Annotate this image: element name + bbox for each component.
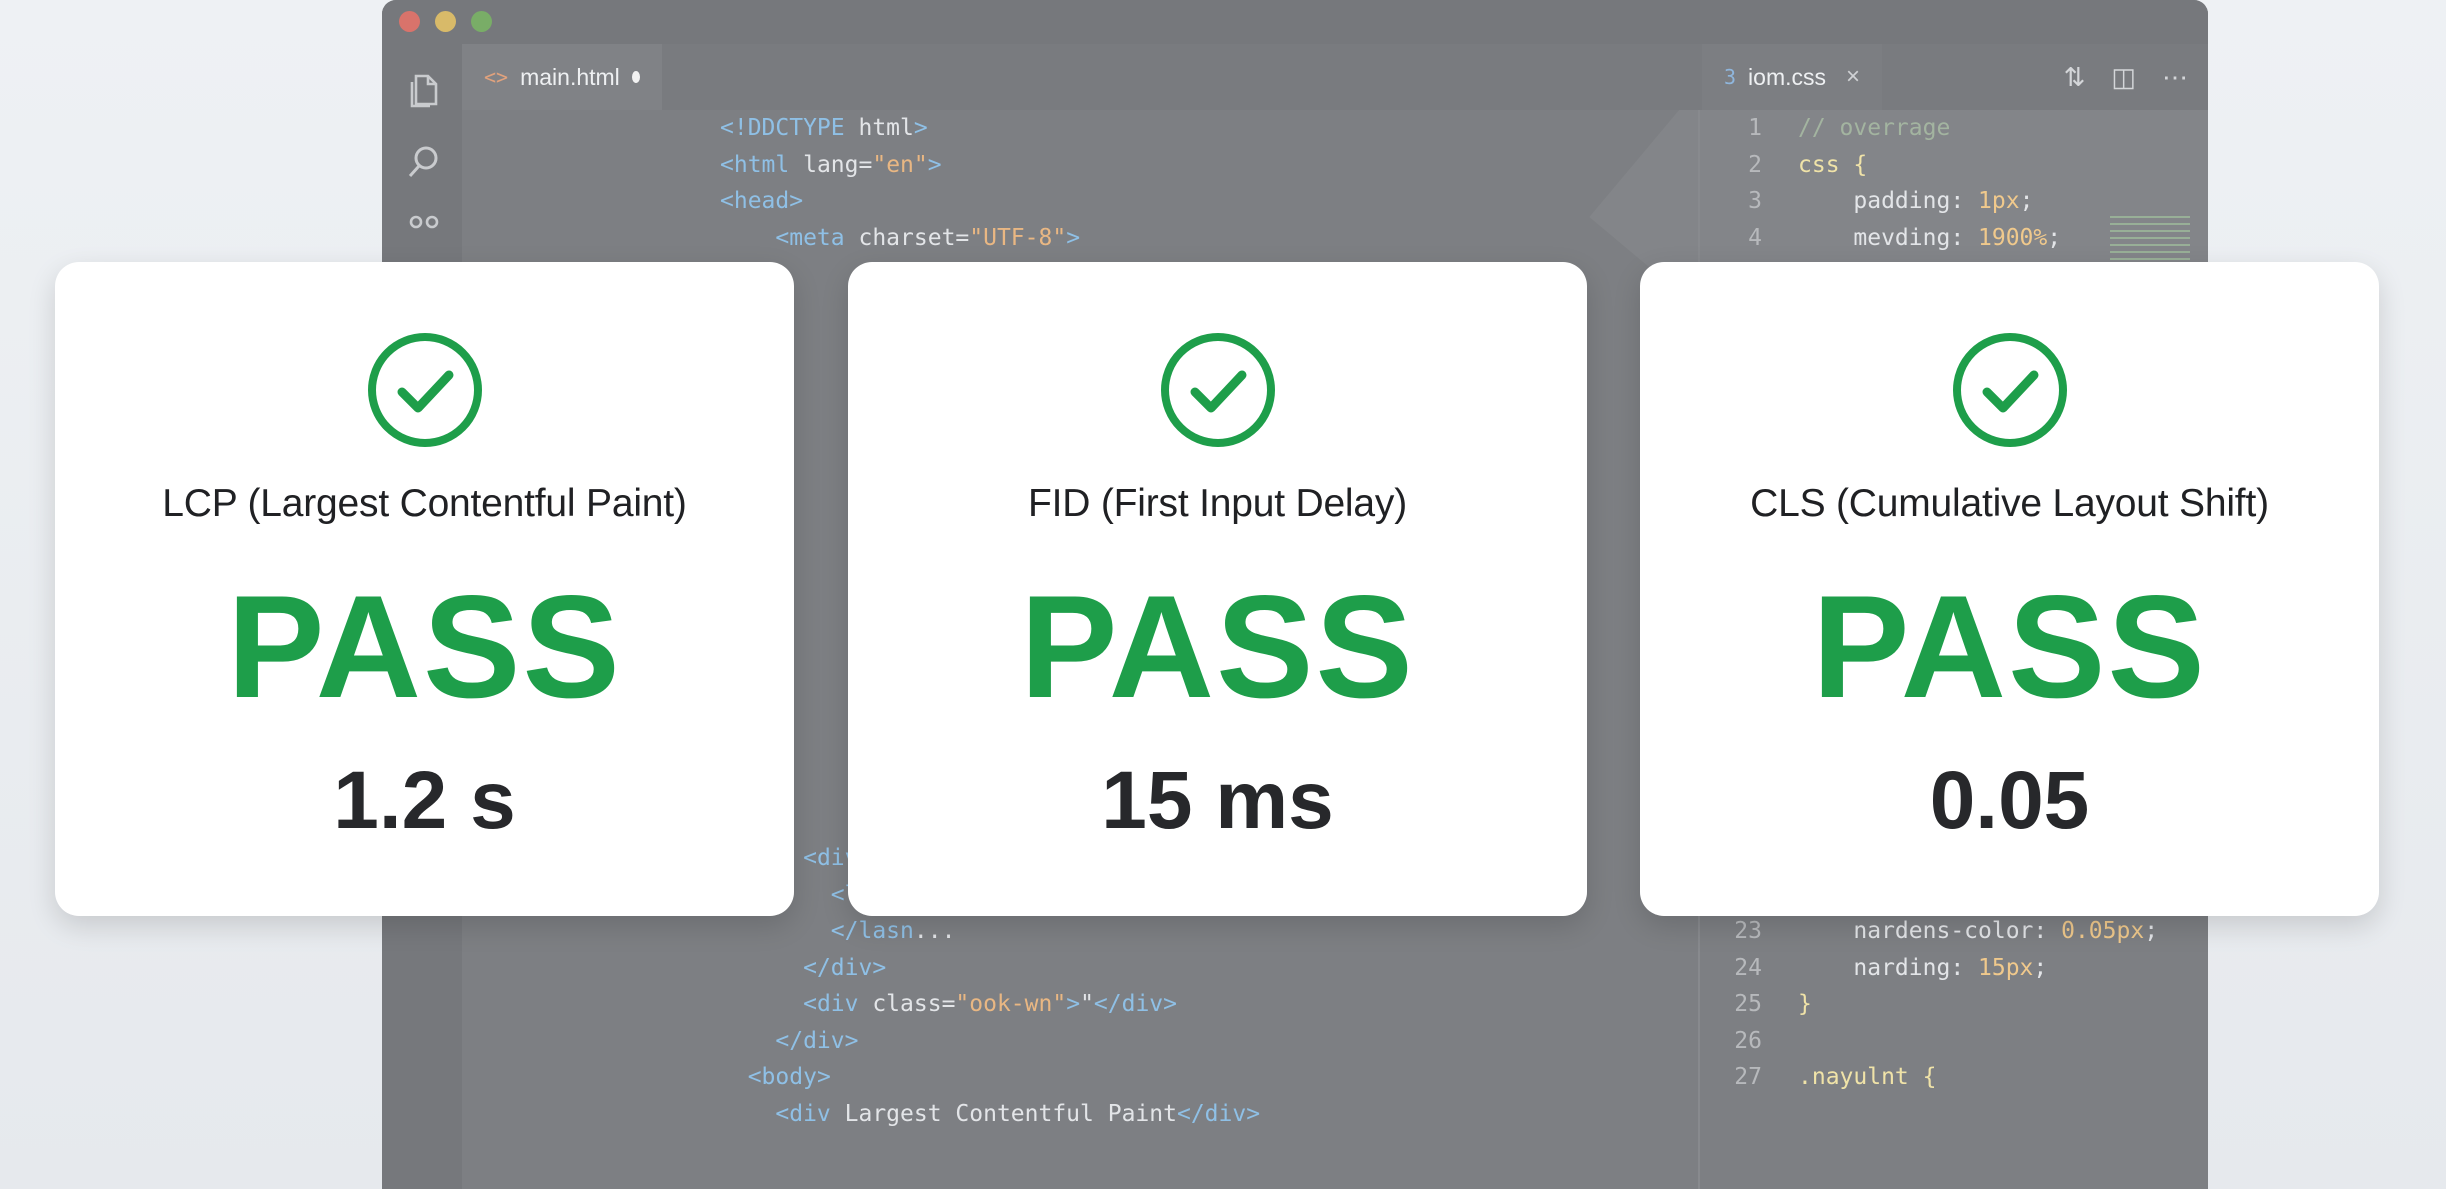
maximize-window-button[interactable] bbox=[471, 11, 492, 32]
code-line: <meta charset="UTF-8"> bbox=[775, 224, 1081, 251]
tab-label: iom.css bbox=[1748, 63, 1826, 90]
code-line: 4 mevding: 1900%; bbox=[1700, 220, 2158, 257]
metric-title: CLS (Cumulative Layout Shift) bbox=[1750, 482, 2269, 525]
line-number: 2 bbox=[1748, 151, 1762, 178]
code-line: </lasn... bbox=[830, 918, 956, 944]
code-line: 1// overrage bbox=[1700, 110, 2158, 147]
source-control-icon[interactable] bbox=[404, 212, 444, 252]
tab-iom-css[interactable]: 3 iom.css × bbox=[1702, 44, 1882, 110]
tab-main-html[interactable]: <> main.html bbox=[462, 44, 662, 110]
line-number: 3 bbox=[1748, 188, 1762, 214]
editor-tab-bar: <> main.html 3 iom.css × ⇅ ◫ ⋯ bbox=[462, 44, 2208, 110]
metric-status: PASS bbox=[1020, 565, 1415, 728]
metric-value: 15 ms bbox=[1101, 755, 1334, 846]
line-number: 24 bbox=[1734, 954, 1762, 981]
explorer-files-icon[interactable] bbox=[404, 70, 444, 110]
code-line: 26 bbox=[1700, 1023, 2158, 1060]
css-file-icon: 3 bbox=[1724, 65, 1737, 89]
check-circle-icon bbox=[367, 332, 483, 448]
code-line: <div Largest Contentful Paint</div> bbox=[775, 1100, 1261, 1127]
line-number: 4 bbox=[1748, 224, 1762, 251]
code-line: 24 narding: 15px; bbox=[1700, 950, 2158, 987]
code-line: <div class="ook-wn">"</div> bbox=[803, 991, 1178, 1017]
line-number: 26 bbox=[1734, 1027, 1762, 1054]
check-circle-icon bbox=[1160, 332, 1276, 448]
code-line: 25} bbox=[1700, 986, 2158, 1023]
code-line: <html lang="en"> bbox=[720, 151, 942, 178]
title-bar bbox=[382, 0, 2208, 44]
close-tab-icon[interactable]: × bbox=[1846, 63, 1861, 90]
minimize-window-button[interactable] bbox=[435, 11, 456, 32]
metric-card-fid: FID (First Input Delay) PASS 15 ms bbox=[848, 262, 1587, 916]
tab-label: main.html bbox=[520, 63, 620, 90]
code-line: </div> bbox=[775, 1027, 859, 1054]
code-line: <head> bbox=[720, 188, 804, 214]
code-line: 3 padding: 1px; bbox=[1700, 183, 2158, 220]
line-number: 25 bbox=[1734, 991, 1762, 1017]
code-line: <body> bbox=[747, 1064, 831, 1090]
line-number: 27 bbox=[1734, 1064, 1762, 1090]
metric-card-cls: CLS (Cumulative Layout Shift) PASS 0.05 bbox=[1640, 262, 2379, 916]
code-line: <!DDCTYPE html> bbox=[720, 115, 928, 141]
line-number: 23 bbox=[1734, 918, 1762, 944]
editor-actions: ⇅ ◫ ⋯ bbox=[2064, 62, 2188, 93]
line-number: 1 bbox=[1748, 115, 1762, 141]
metric-value: 1.2 s bbox=[333, 755, 516, 846]
split-editor-icon[interactable]: ◫ bbox=[2111, 62, 2136, 92]
html-file-icon: <> bbox=[484, 65, 509, 89]
code-line: 27.nayulnt { bbox=[1700, 1059, 2158, 1096]
metric-value: 0.05 bbox=[1929, 755, 2090, 846]
code-line: 23 nardens-color: 0.05px; bbox=[1700, 913, 2158, 950]
metric-status: PASS bbox=[227, 565, 622, 728]
search-icon[interactable] bbox=[404, 142, 444, 182]
check-circle-icon bbox=[1952, 332, 2068, 448]
metric-card-lcp: LCP (Largest Contentful Paint) PASS 1.2 … bbox=[55, 262, 794, 916]
metric-title: LCP (Largest Contentful Paint) bbox=[162, 482, 687, 525]
metric-title: FID (First Input Delay) bbox=[1028, 482, 1407, 525]
close-window-button[interactable] bbox=[399, 11, 420, 32]
code-line: </div> bbox=[803, 954, 887, 981]
compare-changes-icon[interactable]: ⇅ bbox=[2063, 62, 2086, 92]
more-actions-icon[interactable]: ⋯ bbox=[2162, 62, 2188, 92]
metric-status: PASS bbox=[1812, 565, 2207, 728]
unsaved-dot-icon[interactable] bbox=[631, 71, 640, 83]
